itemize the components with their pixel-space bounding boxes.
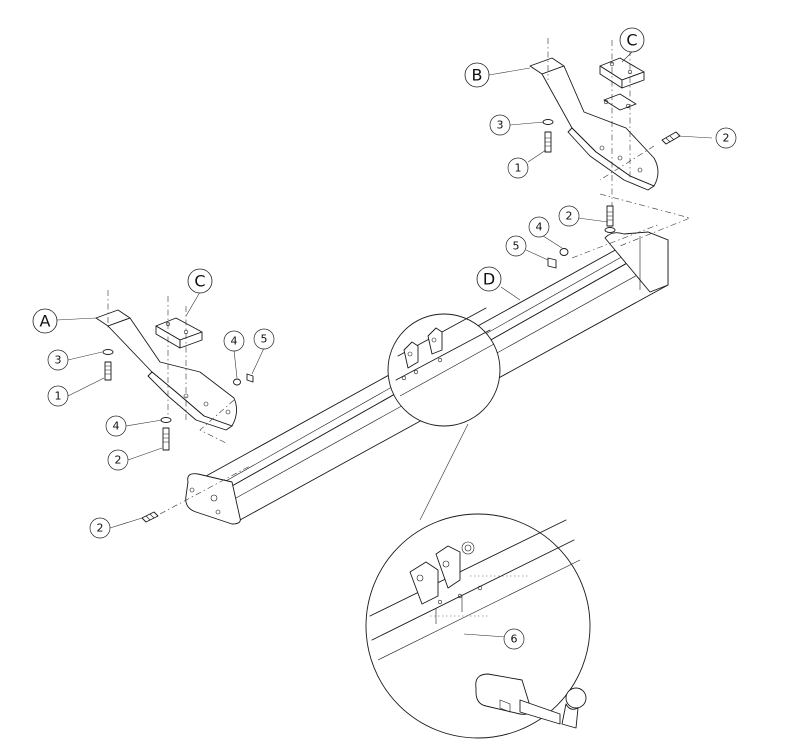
callout-4-left-upper-label: 4 xyxy=(231,335,238,348)
callout-4-right-label: 4 xyxy=(536,221,543,234)
right-clamp-plate-c xyxy=(599,40,645,230)
right-bracket-b xyxy=(529,38,659,191)
callout-2-left-mid-label: 2 xyxy=(115,454,122,467)
callout-6-label: 6 xyxy=(511,633,518,646)
callout-C-left: C xyxy=(187,268,213,294)
callout-2-left-bottom: 2 xyxy=(89,517,111,539)
left-clamp-plate-c xyxy=(155,296,203,420)
callout-3-left-label: 3 xyxy=(55,354,62,367)
detail-circle-upper xyxy=(387,307,501,427)
callout-1-left-label: 1 xyxy=(55,390,62,403)
callout-4-left-lower-label: 4 xyxy=(113,420,120,433)
callout-5-left: 5 xyxy=(253,328,275,350)
callout-3-left: 3 xyxy=(47,349,69,371)
callout-2-right-mid: 2 xyxy=(558,205,580,227)
detail-circle-lower xyxy=(365,513,591,739)
callout-1-left: 1 xyxy=(47,385,69,407)
callout-C-right-label: C xyxy=(626,31,637,50)
callout-4-right: 4 xyxy=(528,216,550,238)
callout-2-right-far-label: 2 xyxy=(723,132,730,145)
callout-2-right-far: 2 xyxy=(715,127,737,149)
callout-6: 6 xyxy=(503,628,525,650)
callout-D-label: D xyxy=(483,270,495,289)
callout-C-right: C xyxy=(619,27,645,53)
right-fasteners xyxy=(542,119,691,269)
callout-A: A xyxy=(32,308,58,334)
callout-3-right-label: 3 xyxy=(497,119,504,132)
callout-2-right-mid-label: 2 xyxy=(566,210,573,223)
callout-2-left-bottom-label: 2 xyxy=(97,522,104,535)
callout-C-left-label: C xyxy=(194,272,205,291)
callout-2-left-mid: 2 xyxy=(107,449,129,471)
callout-1-right-label: 1 xyxy=(515,162,522,175)
callout-5-right-label: 5 xyxy=(513,240,520,253)
callout-A-label: A xyxy=(40,312,51,331)
left-fasteners xyxy=(102,349,254,523)
callout-D: D xyxy=(476,266,502,292)
callout-1-right: 1 xyxy=(507,157,529,179)
left-bracket-a xyxy=(95,290,237,431)
callout-4-left-upper: 4 xyxy=(223,330,245,352)
callout-B-label: B xyxy=(472,66,483,85)
callout-5-left-label: 5 xyxy=(261,333,268,346)
callout-B: B xyxy=(464,62,490,88)
detail-connector xyxy=(419,423,469,521)
leader-lines xyxy=(56,51,713,638)
callout-3-right: 3 xyxy=(489,114,511,136)
callout-5-right: 5 xyxy=(505,235,527,257)
callout-4-left-lower: 4 xyxy=(105,415,127,437)
